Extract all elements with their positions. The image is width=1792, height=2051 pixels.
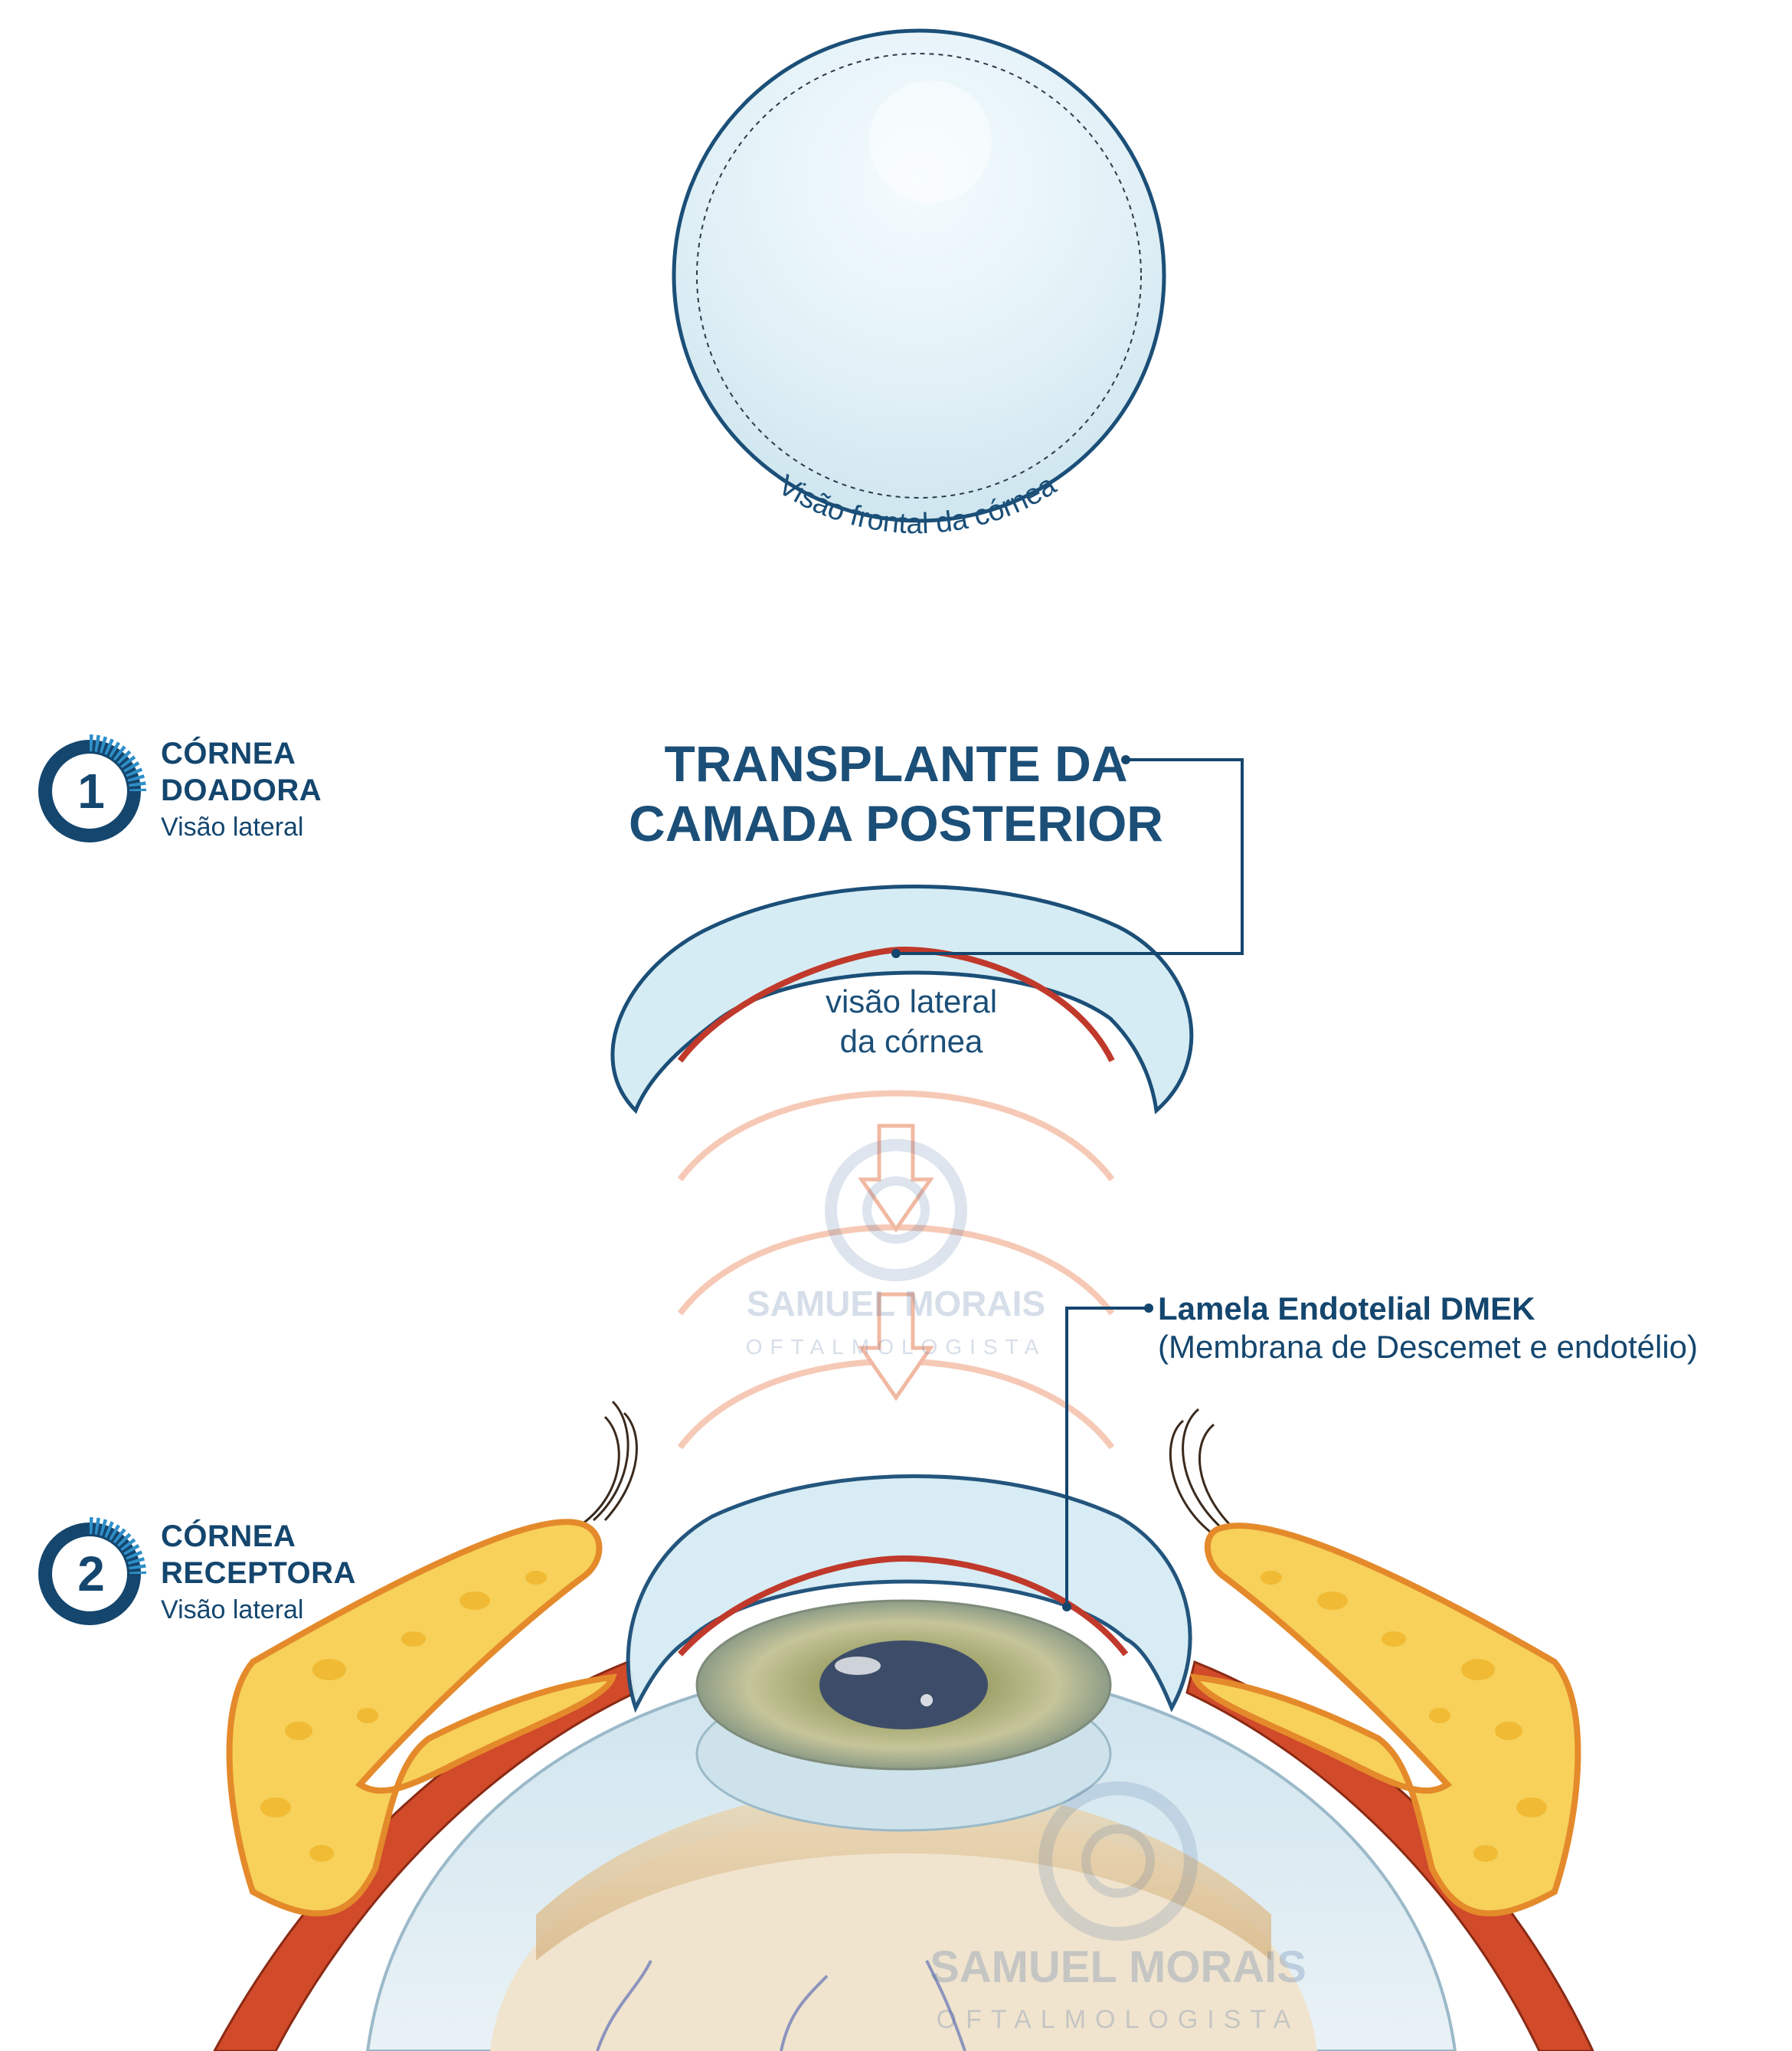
front-cornea-highlight [869, 80, 992, 203]
donor-endothelium-layer [677, 946, 1115, 1063]
donor-cornea-body [610, 885, 1194, 1114]
badge-2-graphic [38, 1517, 146, 1625]
dmek-callout [1062, 1304, 1153, 1611]
step-title-line1: CÓRNEA [161, 1519, 296, 1553]
watermark-subtitle: OFTALMOLOGISTA [937, 2005, 1300, 2034]
step-title-line1: CÓRNEA [161, 737, 296, 770]
step-title-line2: RECEPTORA [161, 1556, 356, 1590]
watermark-logo [1038, 1781, 1198, 1941]
step-number: 1 [77, 764, 105, 819]
recipient-cornea-body [626, 1474, 1192, 1713]
main-heading: TRANSPLANTE DA CAMADA POSTERIOR [597, 734, 1195, 853]
side-view-line2: da córnea [839, 1023, 983, 1059]
watermark-name: SAMUEL MORAIS [930, 1942, 1306, 1992]
watermark-logo [825, 1139, 967, 1281]
side-view-line1: visão lateral [825, 983, 998, 1019]
watermark-name: SAMUEL MORAIS [747, 1284, 1045, 1323]
eye-anatomy [213, 1400, 1594, 2051]
step-subtitle: Visão lateral [161, 1595, 304, 1624]
down-arrow-icon [858, 1124, 934, 1233]
step-subtitle: Visão lateral [161, 813, 304, 842]
down-arrow-icon [858, 1292, 934, 1402]
dmek-subtitle: (Membrana de Descemet e endotélio) [1158, 1329, 1699, 1365]
heading-line2: CAMADA POSTERIOR [629, 795, 1163, 852]
badge-1-graphic [38, 734, 146, 842]
donor-cornea-side [610, 885, 1194, 1114]
step-recipient: 2 CÓRNEA RECEPTORA Visão lateral [34, 1516, 463, 1647]
heading-callout [891, 755, 1244, 958]
dmek-title: Lamela Endotelial DMEK [1158, 1290, 1535, 1326]
step-number: 2 [77, 1546, 105, 1601]
watermark-subtitle: OFTALMOLOGISTA [746, 1335, 1047, 1359]
heading-line1: TRANSPLANTE DA [664, 735, 1128, 792]
step-donor: 1 CÓRNEA DOADORA Visão lateral [34, 734, 463, 864]
side-view-label: visão lateral da córnea [766, 982, 1057, 1061]
recipient-endothelium-layer [678, 1555, 1129, 1657]
front-cornea-dashed-ring [696, 53, 1142, 499]
step-title-line2: DOADORA [161, 774, 322, 807]
front-cornea [672, 28, 1166, 523]
front-cornea-disc [672, 28, 1166, 523]
